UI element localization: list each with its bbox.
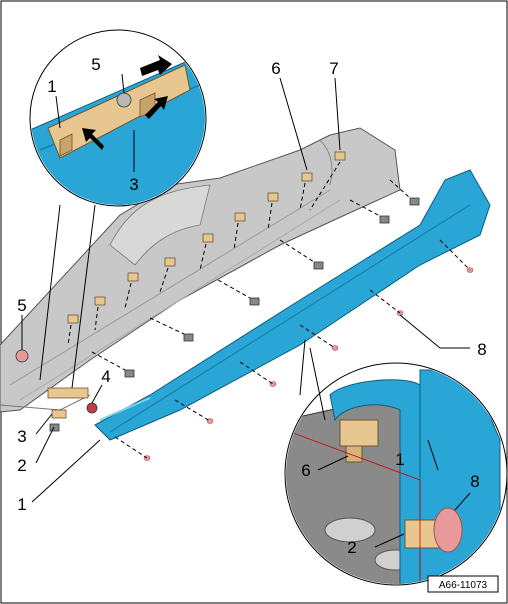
body-clip-row xyxy=(67,151,346,324)
detail-top-connector xyxy=(39,204,61,381)
vehicle-sill-body xyxy=(0,127,401,413)
sill-trim-panel xyxy=(94,169,491,441)
callout-1-bottom: 1 xyxy=(17,495,26,514)
left-small-parts xyxy=(15,349,98,432)
callout-5-left: 5 xyxy=(17,296,26,315)
callout-6: 6 xyxy=(271,59,280,78)
callout-8-right: 8 xyxy=(477,340,486,359)
callout-8-detail-bottom: 8 xyxy=(470,472,479,491)
detail-circle-top xyxy=(29,29,207,207)
callout-5-detail-top: 5 xyxy=(91,55,100,74)
callout-1-detail-bottom: 1 xyxy=(395,450,404,469)
reference-code-box: A66-11073 xyxy=(427,575,499,593)
callout-6-detail-bottom: 6 xyxy=(301,461,310,480)
callout-3-detail-top: 3 xyxy=(129,175,138,194)
main-leaders xyxy=(21,77,470,503)
callout-2-left: 2 xyxy=(17,456,26,475)
detail-top-connector-2 xyxy=(71,204,96,389)
callout-1-detail-top: 1 xyxy=(47,77,56,96)
expansion-nut-row xyxy=(124,197,420,378)
assembly-lines xyxy=(67,161,471,459)
reference-code: A66-11073 xyxy=(439,580,488,591)
detail-circle-bottom xyxy=(284,339,508,586)
callout-4: 4 xyxy=(101,367,110,386)
callout-2-detail-bottom: 2 xyxy=(347,538,356,557)
callout-3-left: 3 xyxy=(17,427,26,446)
callout-7: 7 xyxy=(329,59,338,78)
